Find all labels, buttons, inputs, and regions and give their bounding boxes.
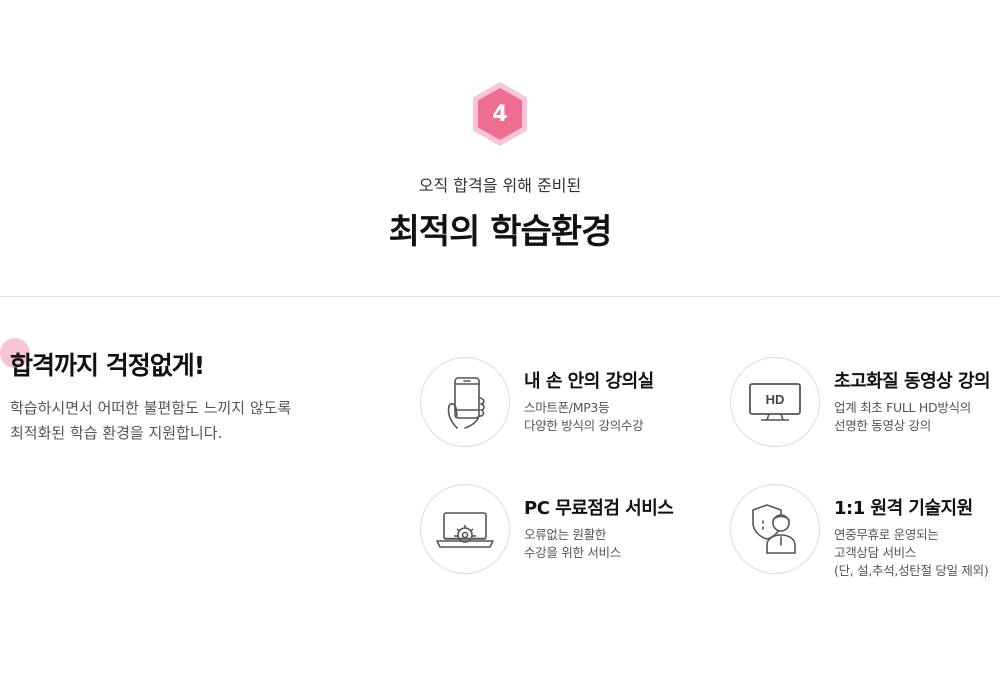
intro-heading: 합격까지 걱정없게!	[10, 351, 205, 380]
laptop-gear-icon	[436, 512, 494, 548]
support-agent-icon	[752, 504, 796, 554]
feature-description: 오류없는 원활한 수강을 위한 서비스	[524, 526, 621, 562]
feature-line: 선명한 동영상 강의	[834, 418, 931, 433]
feature-hd-lecture: HD 초고화질 동영상 강의 업계 최초 FULL HD방식의 선명한 동영상 …	[730, 357, 1000, 457]
hd-label: HD	[766, 392, 785, 407]
divider	[0, 296, 1000, 297]
hexagon-icon	[473, 82, 527, 146]
feature-title: 1:1 원격 기술지원	[834, 498, 973, 519]
feature-line: 다양한 방식의 강의수강	[524, 418, 644, 433]
feature-description: 업계 최초 FULL HD방식의 선명한 동영상 강의	[834, 399, 971, 435]
feature-title: PC 무료점검 서비스	[524, 498, 674, 519]
feature-icon-circle	[730, 484, 820, 574]
feature-remote-support: 1:1 원격 기술지원 연중무휴로 운영되는 고객상담 서비스 (단, 설,추석…	[730, 484, 1000, 584]
section-title: 최적의 학습환경	[388, 212, 613, 252]
feature-line: 연중무휴로 운영되는	[834, 527, 939, 542]
feature-description: 연중무휴로 운영되는 고객상담 서비스 (단, 설,추석,성탄절 당일 제외)	[834, 526, 989, 580]
feature-line: (단, 설,추석,성탄절 당일 제외)	[834, 563, 989, 578]
feature-line: 오류없는 원활한	[524, 527, 607, 542]
feature-line: 업계 최초 FULL HD방식의	[834, 400, 971, 415]
feature-icon-circle: HD	[730, 357, 820, 447]
feature-icon-circle	[420, 357, 510, 447]
feature-line: 수강을 위한 서비스	[524, 545, 621, 560]
feature-title: 초고화질 동영상 강의	[834, 371, 991, 392]
section-subtitle: 오직 합격을 위해 준비된	[418, 176, 582, 195]
feature-description: 스마트폰/MP3등 다양한 방식의 강의수강	[524, 399, 644, 435]
feature-line: 스마트폰/MP3등	[524, 400, 610, 415]
feature-line: 고객상담 서비스	[834, 545, 917, 560]
intro-line: 학습하시면서 어떠한 불편함도 느끼지 않도록	[10, 399, 292, 417]
step-number: 4	[492, 101, 508, 127]
feature-title: 내 손 안의 강의실	[524, 371, 654, 392]
intro-description: 학습하시면서 어떠한 불편함도 느끼지 않도록 최적화된 학습 환경을 지원합니…	[10, 396, 291, 446]
accent-dot	[0, 338, 30, 368]
hd-monitor-icon: HD	[749, 383, 801, 421]
step-badge: 4	[470, 80, 530, 148]
feature-pc-checkup: PC 무료점검 서비스 오류없는 원활한 수강을 위한 서비스	[420, 484, 720, 584]
intro-line: 최적화된 학습 환경을 지원합니다.	[10, 424, 223, 442]
feature-icon-circle	[420, 484, 510, 574]
feature-mobile-classroom: 내 손 안의 강의실 스마트폰/MP3등 다양한 방식의 강의수강	[420, 357, 720, 457]
smartphone-icon	[447, 377, 485, 429]
